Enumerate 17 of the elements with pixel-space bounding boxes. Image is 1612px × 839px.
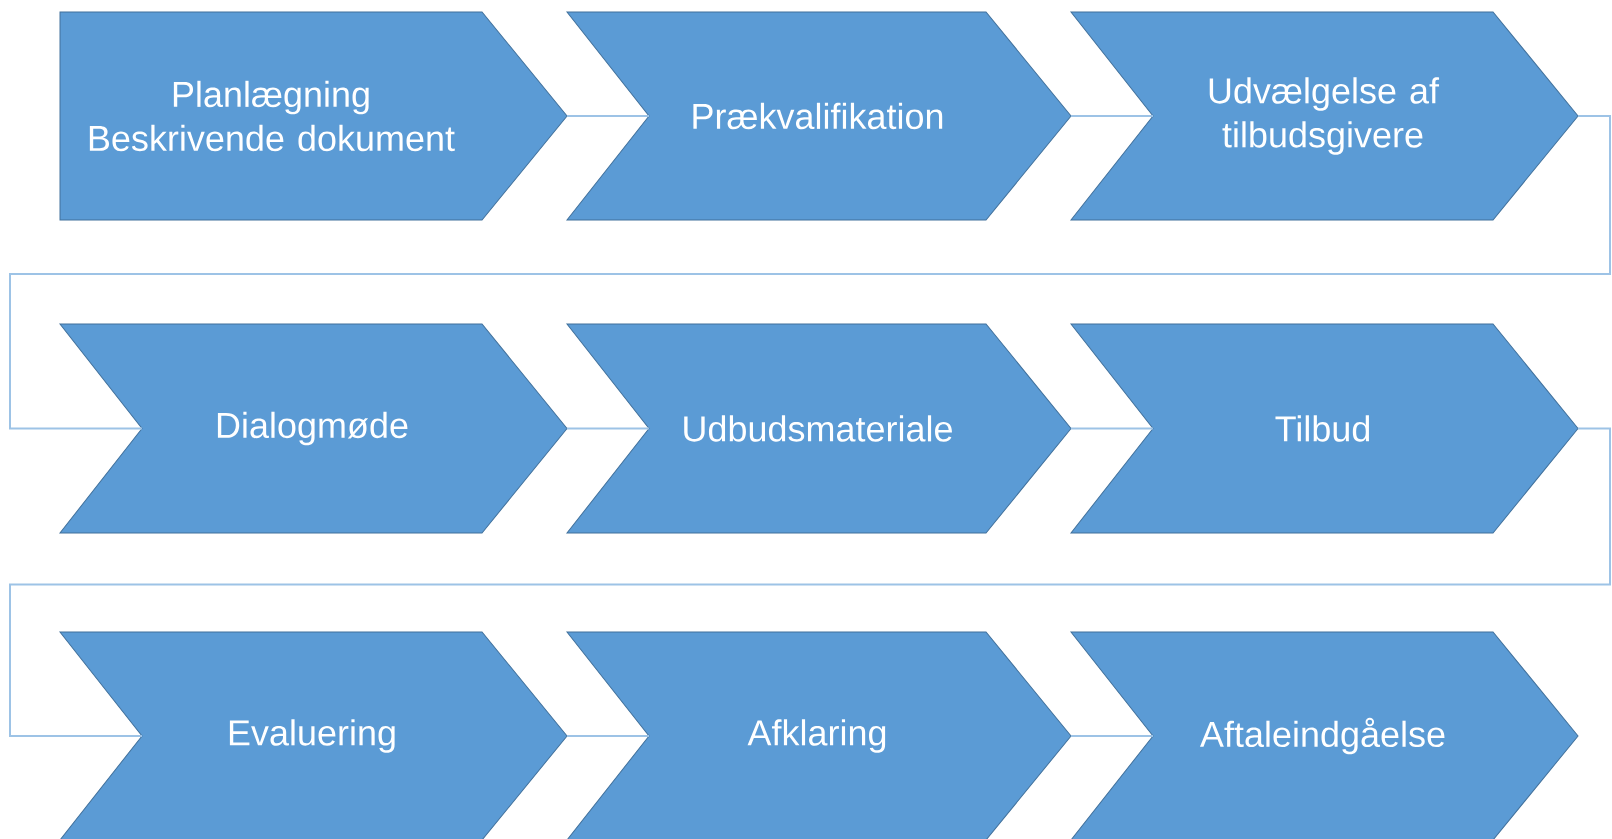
chevron-step: Afklaring <box>566 631 1072 839</box>
chevron-step: Tilbud <box>1070 323 1579 534</box>
chevron-step: Planlægning Beskrivende dokument <box>59 11 568 221</box>
connector-line <box>1070 115 1154 117</box>
connector-line <box>9 427 1611 737</box>
chevron-step: Udvælgelse af tilbudsgivere <box>1070 11 1579 221</box>
chevron-step: Dialogmøde <box>59 323 568 534</box>
chevron-step: Evaluering <box>59 631 568 839</box>
connector-line <box>566 115 650 117</box>
connector-line <box>1070 427 1154 430</box>
chevron-step: Prækvalifikation <box>566 11 1072 221</box>
connector-line <box>1070 735 1154 737</box>
connector-line <box>566 735 650 737</box>
chevron-step: Udbudsmateriale <box>566 323 1072 534</box>
chevron-step: Aftaleindgåelse <box>1070 631 1579 839</box>
connector-line <box>9 115 1611 430</box>
connector-line <box>566 427 650 430</box>
